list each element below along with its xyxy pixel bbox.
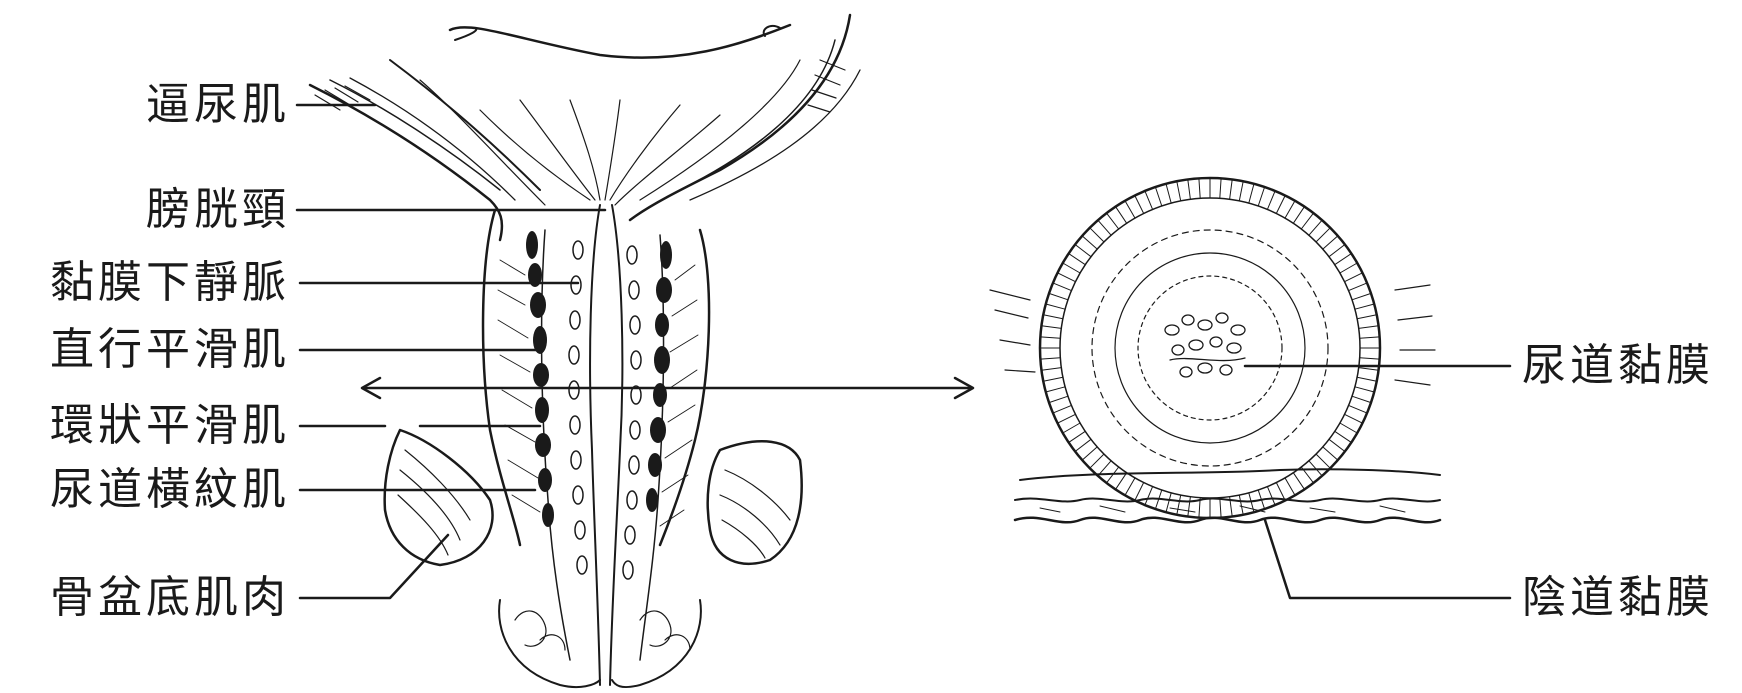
label-bladder-neck: 膀胱頸 — [20, 184, 290, 236]
radial-hatch-stroke — [1046, 304, 1065, 309]
radial-hatch-stroke — [1040, 337, 1060, 338]
radial-hatch-stroke — [1359, 368, 1379, 371]
radial-hatch-stroke — [1145, 191, 1153, 210]
radial-hatch-stroke — [1166, 184, 1171, 203]
label-pelvic-floor-muscle: 骨盆底肌肉 — [20, 572, 290, 624]
label-striated-urethral-muscle: 尿道橫紋肌 — [20, 464, 290, 516]
radial-hatch-stroke — [1329, 439, 1345, 451]
radial-hatch-stroke — [1053, 405, 1072, 413]
radial-hatch-stroke — [1069, 254, 1086, 265]
radial-hatch-stroke — [1360, 358, 1380, 359]
label-detrusor: 逼尿肌 — [20, 79, 290, 131]
radial-hatch-stroke — [1352, 293, 1371, 299]
radial-hatch-stroke — [1239, 495, 1243, 515]
radial-hatch-stroke — [1335, 431, 1352, 442]
radial-hatch-stroke — [1090, 228, 1104, 242]
radial-hatch-stroke — [1058, 414, 1076, 423]
radial-hatch-stroke — [1345, 414, 1363, 423]
radial-hatch-stroke — [1063, 263, 1080, 273]
radial-hatch-stroke — [1082, 447, 1097, 460]
radial-hatch-stroke — [1357, 315, 1377, 319]
radial-hatch-stroke — [1335, 254, 1352, 265]
radial-hatch-stroke — [1043, 315, 1063, 319]
radial-hatch-stroke — [1267, 487, 1275, 506]
radial-hatch-stroke — [1349, 405, 1368, 413]
radial-hatch-stroke — [1293, 473, 1304, 490]
radial-hatch-stroke — [1267, 191, 1275, 210]
radial-hatch-stroke — [1053, 283, 1072, 291]
radial-hatch-stroke — [1082, 236, 1097, 249]
radial-hatch-stroke — [1352, 396, 1371, 402]
radial-hatch-stroke — [1293, 207, 1304, 224]
radial-hatch-stroke — [1355, 387, 1374, 392]
radial-hatch-stroke — [1220, 498, 1221, 518]
radial-hatch-stroke — [1177, 181, 1181, 201]
radial-hatch-stroke — [1049, 396, 1068, 402]
radial-hatch-stroke — [1107, 213, 1119, 229]
radial-hatch-stroke — [1276, 483, 1285, 501]
radial-hatch-stroke — [1090, 454, 1104, 468]
radial-hatch-stroke — [1323, 236, 1338, 249]
radial-hatch-stroke — [1188, 180, 1191, 200]
radial-hatch-stroke — [1042, 368, 1062, 371]
radial-hatch-stroke — [1125, 478, 1135, 495]
radial-hatch-stroke — [1360, 337, 1380, 338]
radial-hatch-stroke — [1042, 326, 1062, 329]
radial-hatch-stroke — [1049, 293, 1068, 299]
radial-hatch-stroke — [1316, 454, 1330, 468]
radial-hatch-stroke — [1116, 473, 1127, 490]
radial-hatch-stroke — [1345, 273, 1363, 282]
radial-hatch-stroke — [1309, 220, 1322, 235]
radial-hatch-stroke — [1075, 439, 1091, 451]
radial-hatch-stroke — [1359, 326, 1379, 329]
radial-hatch-stroke — [1069, 431, 1086, 442]
radial-hatch-stroke — [1357, 377, 1377, 381]
radial-hatch-stroke — [1340, 263, 1357, 273]
radial-hatch-stroke — [1043, 377, 1063, 381]
radial-hatch-stroke — [1098, 220, 1111, 235]
radial-hatch-stroke — [1135, 196, 1144, 214]
radial-hatch-stroke — [1316, 228, 1330, 242]
radial-hatch-stroke — [1285, 201, 1295, 218]
radial-hatch-stroke — [1329, 245, 1345, 257]
radial-hatch-stroke — [1323, 447, 1338, 460]
radial-hatch-stroke — [1349, 283, 1368, 291]
radial-hatch-stroke — [1177, 495, 1181, 515]
radial-hatch-stroke — [1040, 358, 1060, 359]
radial-hatch-stroke — [1145, 487, 1153, 506]
label-urethral-mucosa: 尿道黏膜 — [1522, 340, 1714, 392]
radial-hatch-stroke — [1058, 273, 1076, 282]
radial-hatch-stroke — [1075, 245, 1091, 257]
radial-hatch-stroke — [1239, 181, 1243, 201]
radial-hatch-stroke — [1166, 493, 1171, 512]
radial-hatch-stroke — [1285, 478, 1295, 495]
radial-hatch-stroke — [1355, 304, 1374, 309]
radial-hatch-stroke — [1046, 387, 1065, 392]
label-submucosal-vein: 黏膜下靜脈 — [20, 257, 290, 309]
radial-hatch-stroke — [1188, 497, 1191, 517]
radial-hatch-stroke — [1230, 180, 1233, 200]
radial-hatch-stroke — [1125, 201, 1135, 218]
radial-hatch-stroke — [1155, 187, 1161, 206]
label-longitudinal-smooth-muscle: 直行平滑肌 — [20, 324, 290, 376]
radial-hatch-stroke — [1340, 423, 1357, 433]
radial-hatch-stroke — [1249, 184, 1254, 203]
radial-hatch-stroke — [1220, 178, 1221, 198]
radial-hatch-stroke — [1258, 187, 1264, 206]
radial-hatch-stroke — [1276, 196, 1285, 214]
radial-hatch-stroke — [1301, 213, 1313, 229]
label-circular-smooth-muscle: 環狀平滑肌 — [20, 400, 290, 452]
radial-hatch-stroke — [1135, 483, 1144, 501]
label-vaginal-mucosa: 陰道黏膜 — [1522, 572, 1714, 624]
urethra-cross-section — [990, 178, 1440, 522]
radial-hatch-stroke — [1063, 423, 1080, 433]
radial-hatch-stroke — [1199, 178, 1200, 198]
radial-hatch-stroke — [1116, 207, 1127, 224]
